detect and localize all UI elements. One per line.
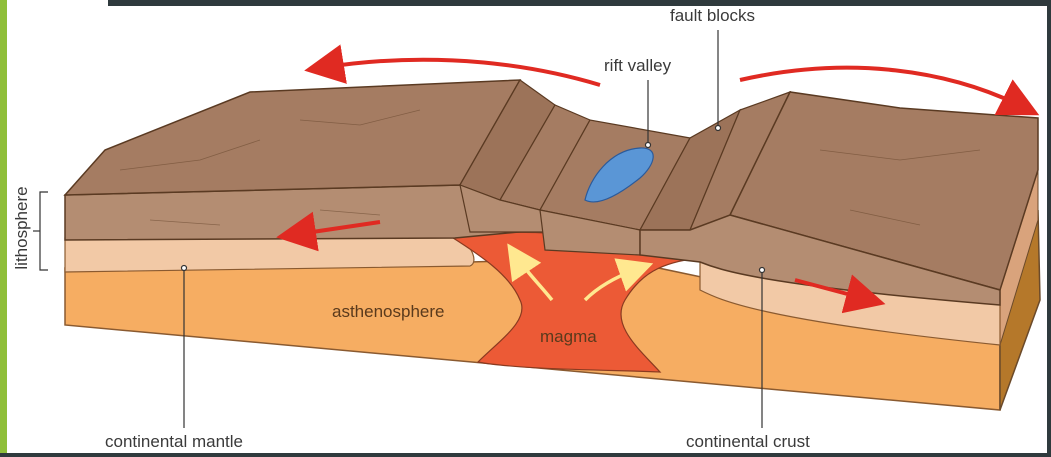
label-rift-valley: rift valley — [604, 56, 671, 76]
label-magma: magma — [540, 327, 597, 347]
label-continental-mantle: continental mantle — [105, 432, 243, 452]
arrow-top-left — [320, 60, 600, 85]
label-asthenosphere: asthenosphere — [332, 302, 444, 322]
label-lithosphere: lithosphere — [12, 178, 32, 278]
label-fault-blocks: fault blocks — [670, 6, 755, 26]
label-continental-crust: continental crust — [686, 432, 810, 452]
left-crust-top — [65, 80, 520, 195]
lithosphere-bracket — [40, 192, 48, 270]
